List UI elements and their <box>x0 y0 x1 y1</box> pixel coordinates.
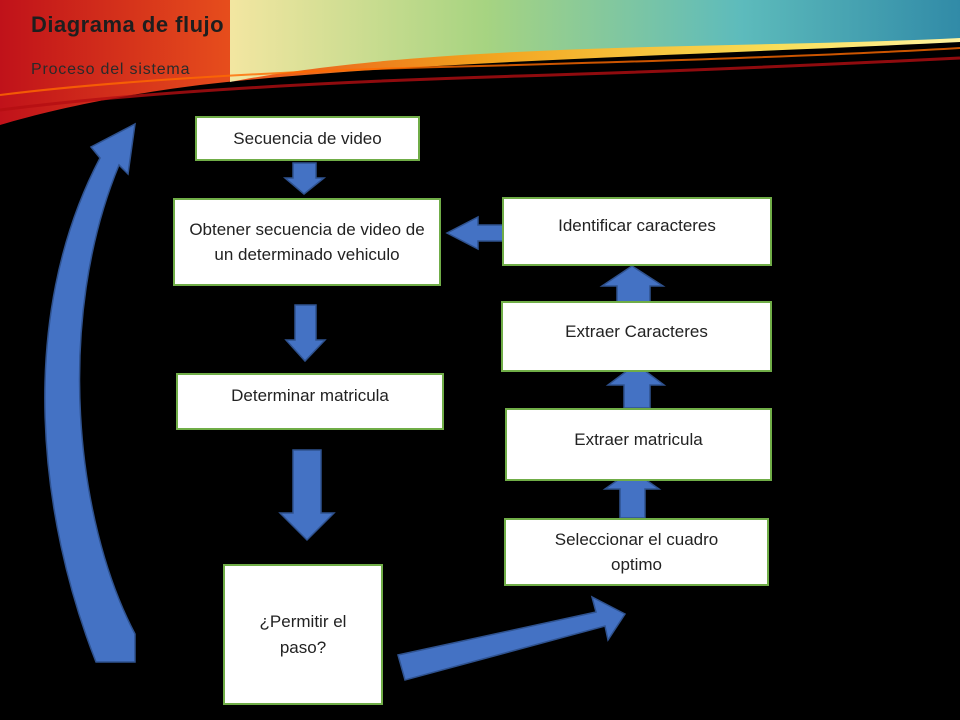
node-label: Secuencia de video <box>233 128 382 148</box>
arrow-loop-return <box>44 122 136 663</box>
node-secuencia-video: Secuencia de video <box>195 116 420 161</box>
node-determinar-matricula: Determinar matricula <box>176 373 444 430</box>
node-label: ¿Permitir el paso? <box>259 612 347 657</box>
arrow-down-3 <box>278 449 336 542</box>
node-identificar-caracteres: Identificar caracteres <box>502 197 772 266</box>
node-seleccionar-cuadro: Seleccionar el cuadro optimo <box>504 518 769 586</box>
header-banner <box>0 0 960 125</box>
arrow-left <box>445 215 508 251</box>
node-label: Identificar caracteres <box>558 216 716 235</box>
node-label: Seleccionar el cuadro optimo <box>554 529 719 575</box>
slide-subtitle: Proceso del sistema <box>31 61 191 78</box>
arrow-up-2 <box>605 363 667 409</box>
node-extraer-caracteres: Extraer Caracteres <box>501 301 772 372</box>
node-label: Determinar matricula <box>231 386 389 405</box>
arrow-down-1 <box>282 162 327 195</box>
node-extraer-matricula: Extraer matricula <box>505 408 772 481</box>
node-label: Extraer matricula <box>574 430 703 449</box>
node-obtener-secuencia: Obtener secuencia de video de un determi… <box>173 198 441 286</box>
node-permitir-paso: ¿Permitir el paso? <box>223 564 383 705</box>
slide-title: Diagrama de flujo <box>31 12 225 37</box>
node-label: Extraer Caracteres <box>565 322 708 341</box>
node-label: Obtener secuencia de video de un determi… <box>189 219 425 265</box>
arrow-diagonal <box>397 595 627 681</box>
arrow-down-2 <box>284 304 327 363</box>
